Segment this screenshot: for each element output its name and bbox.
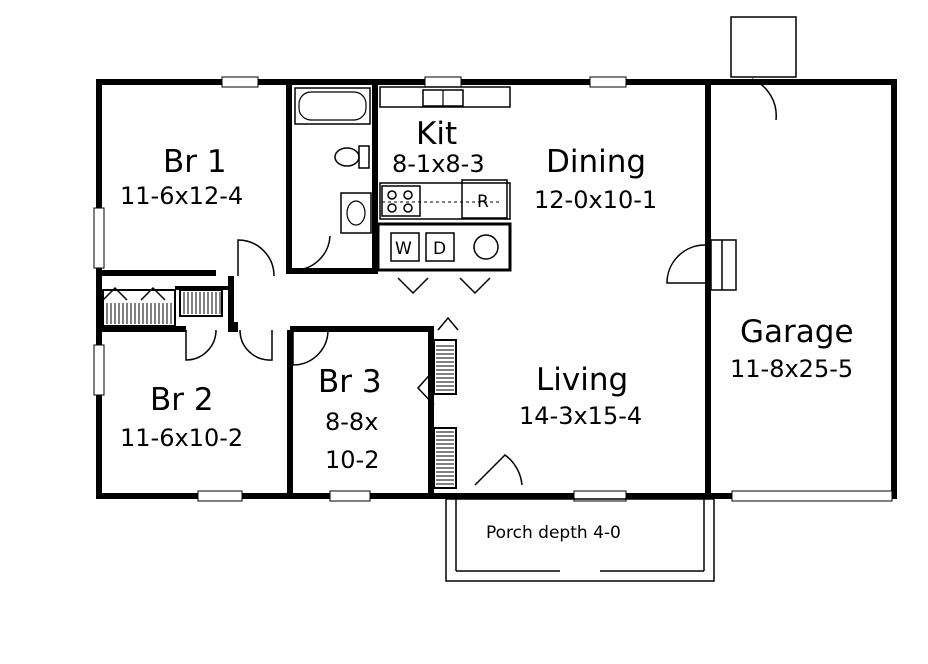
room-labels: Br 1 11-6x12-4 Br 2 11-6x10-2 Br 3 8-8x …: [120, 116, 854, 474]
kit-dims: 8-1x8-3: [392, 150, 485, 178]
bathtub: [294, 87, 371, 125]
garage-side-entry: [730, 16, 797, 78]
dining-name: Dining: [546, 144, 646, 180]
closets: [102, 286, 457, 489]
laundry-closet: W D: [376, 222, 512, 295]
kitchen-counter: [379, 86, 511, 220]
toilet: [334, 145, 370, 169]
br2-name: Br 2: [150, 382, 214, 418]
range-stove: [381, 185, 421, 217]
dryer: [425, 232, 455, 262]
closet-door-top: [437, 316, 459, 331]
garage-steps: [710, 239, 737, 291]
garage-name: Garage: [740, 314, 854, 350]
dining-dims: 12-0x10-1: [534, 186, 657, 214]
bath-door: [291, 235, 332, 271]
living-name: Living: [536, 362, 628, 398]
porch: [445, 498, 715, 582]
front-door: [474, 454, 523, 486]
br3-dims-line2: 10-2: [325, 446, 379, 474]
br2-dims: 11-6x10-2: [120, 424, 243, 452]
windows: [93, 76, 893, 502]
refrigerator: R: [461, 179, 508, 219]
washer-label: W: [395, 239, 412, 259]
exterior-walls: [96, 79, 897, 499]
kit-name: Kit: [416, 116, 457, 152]
washer: [390, 232, 420, 262]
doors: [185, 78, 777, 486]
water-heater: [473, 234, 499, 260]
dryer-label: D: [433, 239, 446, 259]
porch-label: Porch depth 4-0: [486, 523, 621, 543]
hall-door: [239, 329, 273, 361]
br3-closet-door: [416, 369, 435, 406]
refrigerator-label: R: [477, 192, 489, 212]
br2-door: [185, 329, 217, 361]
interior-walls: [96, 79, 711, 499]
garage-exterior-door: [751, 78, 777, 121]
br3-name: Br 3: [318, 364, 382, 400]
br1-name: Br 1: [163, 144, 227, 180]
living-dims: 14-3x15-4: [519, 402, 642, 430]
br1-door: [237, 239, 275, 277]
br3-door: [292, 329, 329, 366]
garage-dims: 11-8x25-5: [730, 355, 853, 383]
bath-sink: [340, 192, 372, 234]
br1-dims: 11-6x12-4: [120, 182, 243, 210]
garage-entry-door: [666, 244, 706, 284]
br3-dims-line1: 8-8x: [325, 408, 378, 436]
kitchen-sink: [422, 89, 464, 107]
